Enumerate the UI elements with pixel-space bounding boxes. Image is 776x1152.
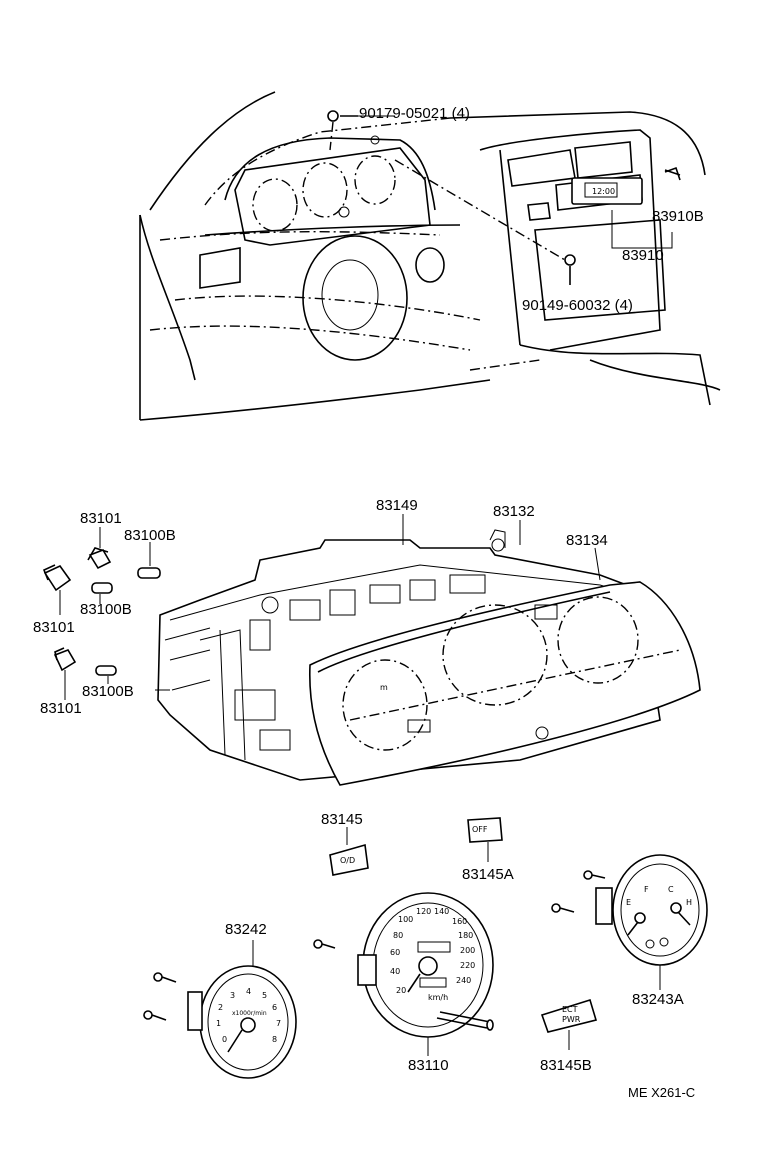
svg-text:8: 8	[272, 1035, 277, 1044]
svg-text:180: 180	[458, 931, 473, 940]
callout-bulb-a: 83100B	[124, 527, 176, 544]
bulb-b-icon	[91, 582, 113, 594]
svg-text:6: 6	[272, 1003, 277, 1012]
plate-a-icon: O/D	[329, 843, 369, 876]
screw-fuel-icon	[551, 870, 606, 913]
callout-bulb-c: 83100B	[82, 683, 134, 700]
svg-text:40: 40	[390, 967, 400, 976]
tachometer-icon: 0 1 2 3 4 5 6 7 8 x1000r/min	[187, 965, 297, 1079]
callout-socket-c: 83101	[40, 700, 82, 717]
sockets-bulbs	[42, 527, 170, 700]
socket-b-icon	[42, 564, 72, 592]
callout-socket-b: 83101	[33, 619, 75, 636]
svg-text:4: 4	[246, 987, 251, 996]
bulb-a-icon	[137, 567, 161, 579]
dashboard-view: 12:00	[139, 91, 721, 421]
footer-code: ME X261-C	[628, 1085, 695, 1100]
callout-clock-assy: 83910	[622, 247, 664, 264]
callout-plate-c: 83145B	[540, 1057, 592, 1074]
callout-screw-right: 90149-60032 (4)	[522, 297, 633, 314]
svg-text:x1000r/min: x1000r/min	[232, 1010, 267, 1017]
svg-text:OFF: OFF	[472, 825, 488, 834]
svg-text:20: 20	[396, 986, 406, 995]
callout-socket-a: 83101	[80, 510, 122, 527]
callout-plate-a: 83145	[321, 811, 363, 828]
callout-clock-sub: 83910B	[652, 208, 704, 225]
svg-text:ECT: ECT	[562, 1005, 578, 1014]
svg-text:1: 1	[216, 1019, 221, 1028]
bulb-c-icon	[95, 665, 117, 676]
socket-c-icon	[53, 647, 77, 672]
plate-c-icon: ECT PWR	[540, 998, 598, 1033]
svg-text:F: F	[644, 885, 649, 894]
speedometer-icon: 20 40 60 80 100 120 140 160 180 200 220 …	[357, 892, 494, 1038]
callout-tacho: 83242	[225, 921, 267, 938]
svg-text:E: E	[626, 898, 631, 907]
svg-text:2: 2	[218, 1003, 223, 1012]
svg-text:220: 220	[460, 961, 475, 970]
fuel-temp-gauge-icon: E F C H	[595, 854, 708, 966]
svg-text:100: 100	[398, 915, 413, 924]
callout-plate-b: 83145A	[462, 866, 514, 883]
svg-text:160: 160	[452, 917, 467, 926]
callout-housing: 83149	[376, 497, 418, 514]
callout-bolt-top: 90179-05021 (4)	[359, 105, 470, 122]
svg-text:60: 60	[390, 948, 400, 957]
svg-text:0: 0	[222, 1035, 227, 1044]
screw-speedo-icon	[313, 939, 336, 949]
svg-text:m: m	[380, 683, 388, 692]
screw-tacho-icon	[143, 972, 177, 1021]
plate-b-icon: OFF	[467, 817, 503, 843]
callout-glass: 83134	[566, 532, 608, 549]
svg-text:200: 200	[460, 946, 475, 955]
cluster-housing: m	[157, 529, 701, 786]
svg-text:7: 7	[276, 1019, 281, 1028]
svg-text:C: C	[668, 885, 674, 894]
svg-text:120: 120	[416, 907, 431, 916]
svg-text:PWR: PWR	[562, 1015, 581, 1024]
svg-text:3: 3	[230, 991, 235, 1000]
svg-text:12:00: 12:00	[592, 187, 615, 196]
svg-text:H: H	[686, 898, 692, 907]
svg-text:5: 5	[262, 991, 267, 1000]
svg-text:140: 140	[434, 907, 449, 916]
svg-text:240: 240	[456, 976, 471, 985]
svg-text:km/h: km/h	[428, 993, 448, 1002]
svg-text:80: 80	[393, 931, 403, 940]
svg-text:O/D: O/D	[340, 856, 355, 865]
callout-bracket: 83132	[493, 503, 535, 520]
callout-bulb-b: 83100B	[80, 601, 132, 618]
socket-a-icon	[87, 547, 112, 570]
callout-fuel-temp: 83243A	[632, 991, 684, 1008]
callout-speedo: 83110	[408, 1057, 449, 1074]
